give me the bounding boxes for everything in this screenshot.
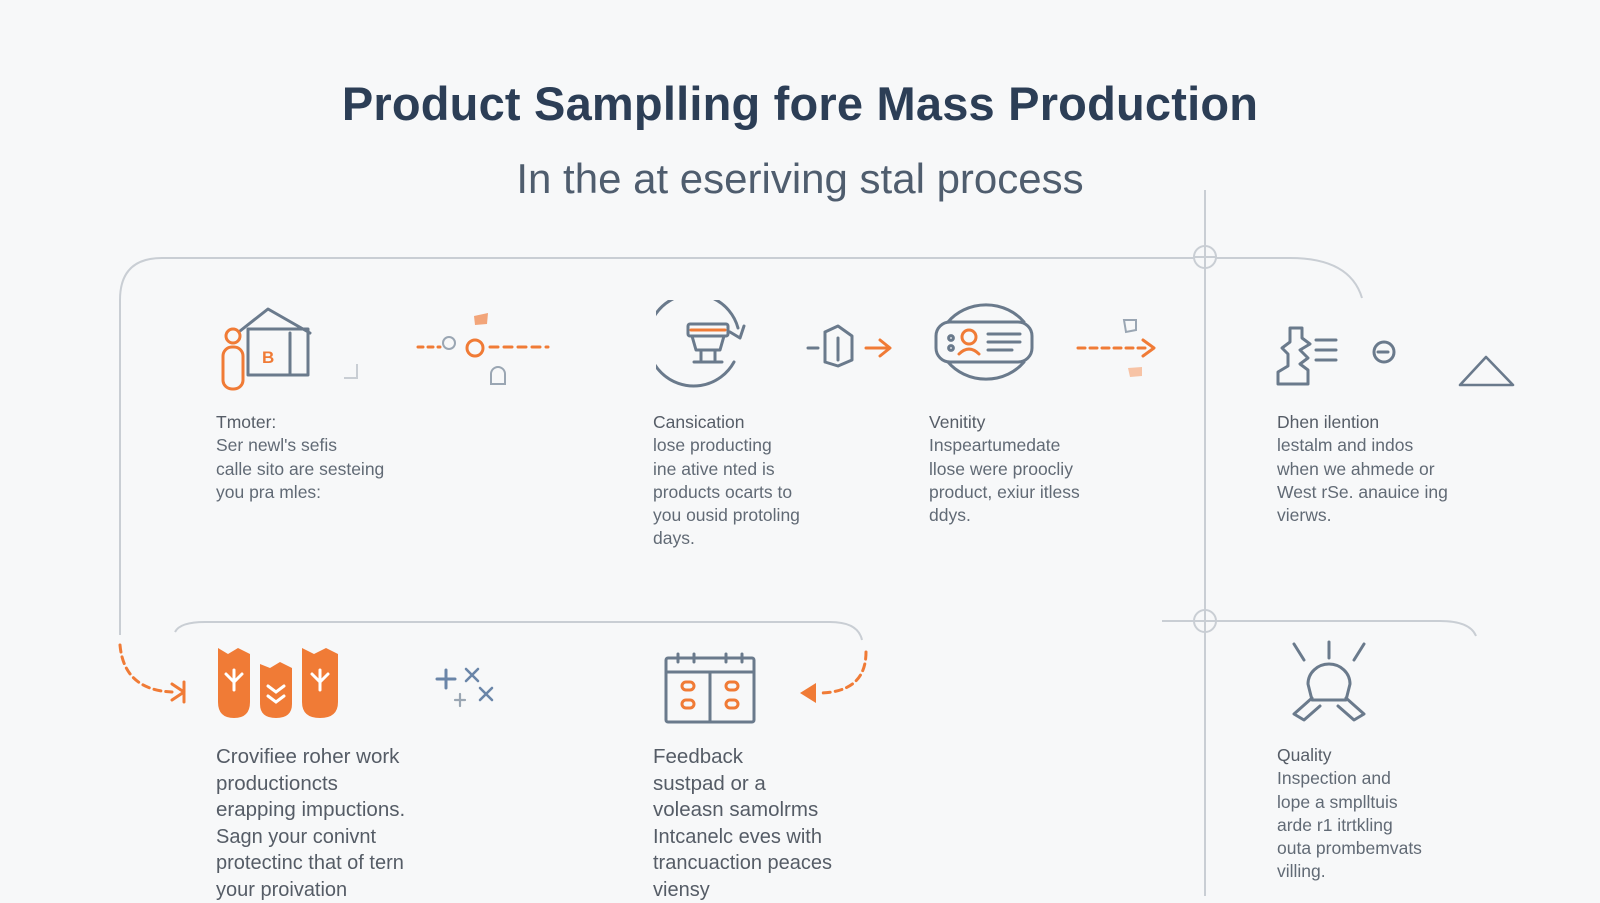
step-description-line: lope a smplltuis bbox=[1277, 791, 1422, 814]
junction-node-bottom bbox=[1194, 610, 1216, 632]
triangle-icon bbox=[1460, 357, 1513, 385]
step-description-line: Inspection and bbox=[1277, 767, 1422, 790]
corner-mark bbox=[344, 364, 357, 378]
step-heading: Cansication bbox=[653, 411, 800, 434]
left-return-arrow bbox=[120, 645, 184, 702]
step-description-line: outa prombemvats bbox=[1277, 837, 1422, 860]
step-description-line: villing. bbox=[1277, 860, 1422, 883]
warehouse-person-icon: B bbox=[218, 303, 318, 393]
junction-node-top bbox=[1194, 246, 1216, 268]
step-description-line: Sagn your conivnt bbox=[216, 824, 405, 851]
step-description-line: Inspeartumedate bbox=[929, 434, 1080, 457]
step-heading: Crovifiee roher work bbox=[216, 744, 405, 771]
lower-loop-line bbox=[175, 622, 862, 640]
step-description-line: days. bbox=[653, 527, 800, 550]
person-list-icon bbox=[1276, 322, 1401, 392]
chat-search-icon bbox=[932, 300, 1042, 400]
step-description-line: calle sito are sesteing bbox=[216, 458, 384, 481]
step-heading: Feedback bbox=[653, 744, 832, 771]
step-description-line: vierws. bbox=[1277, 504, 1448, 527]
step-description-line: Ser newl's sefis bbox=[216, 434, 384, 457]
step-description-line: voleasn samolrms bbox=[653, 797, 832, 824]
step-description-line: lestalm and indos bbox=[1277, 434, 1448, 457]
step-heading: Tmoter: bbox=[216, 411, 384, 434]
sparkle-icon bbox=[437, 669, 492, 706]
step-description-line: ine ative nted is bbox=[653, 458, 800, 481]
step-heading: Quality bbox=[1277, 744, 1422, 767]
step-description-line: llose were proocliy bbox=[929, 458, 1080, 481]
step-description-line: you ousid protoling bbox=[653, 504, 800, 527]
step-description-line: sustpad or a bbox=[653, 771, 832, 798]
refresh-cup-icon bbox=[656, 300, 762, 400]
step-description-line: erapping impuctions. bbox=[216, 797, 405, 824]
step-description-line: when we ahmede or bbox=[1277, 458, 1448, 481]
tulips-icon bbox=[216, 646, 346, 722]
right-return-arrow bbox=[800, 652, 866, 703]
step-description-line: you pra mles: bbox=[216, 481, 384, 504]
dashed-arrow-2 bbox=[1078, 320, 1154, 377]
step-description-line: product, exiur itless bbox=[929, 481, 1080, 504]
step-heading: Dhen ilention bbox=[1277, 411, 1448, 434]
step-heading: Venitity bbox=[929, 411, 1080, 434]
hand-arrow-icon bbox=[808, 326, 890, 366]
step-description-line: West rSe. anauice ing bbox=[1277, 481, 1448, 504]
step-description-line: your proivation bbox=[216, 877, 405, 903]
dashed-arrow-1 bbox=[418, 313, 548, 384]
step-description-line: Intcanelc eves with bbox=[653, 824, 832, 851]
step-description-line: trancuaction peaces bbox=[653, 850, 832, 877]
step-description-line: ddys. bbox=[929, 504, 1080, 527]
step-description-line: lose producting bbox=[653, 434, 800, 457]
step-description-line: arde r1 itrtkling bbox=[1277, 814, 1422, 837]
calendar-icon bbox=[662, 652, 760, 728]
quality-badge-icon bbox=[1286, 640, 1372, 726]
step-description-line: productioncts bbox=[216, 771, 405, 798]
step-description-line: viensy bbox=[653, 877, 832, 903]
step-description-line: products ocarts to bbox=[653, 481, 800, 504]
step-description-line: protectinc that of tern bbox=[216, 850, 405, 877]
warehouse-letter: B bbox=[262, 348, 274, 367]
